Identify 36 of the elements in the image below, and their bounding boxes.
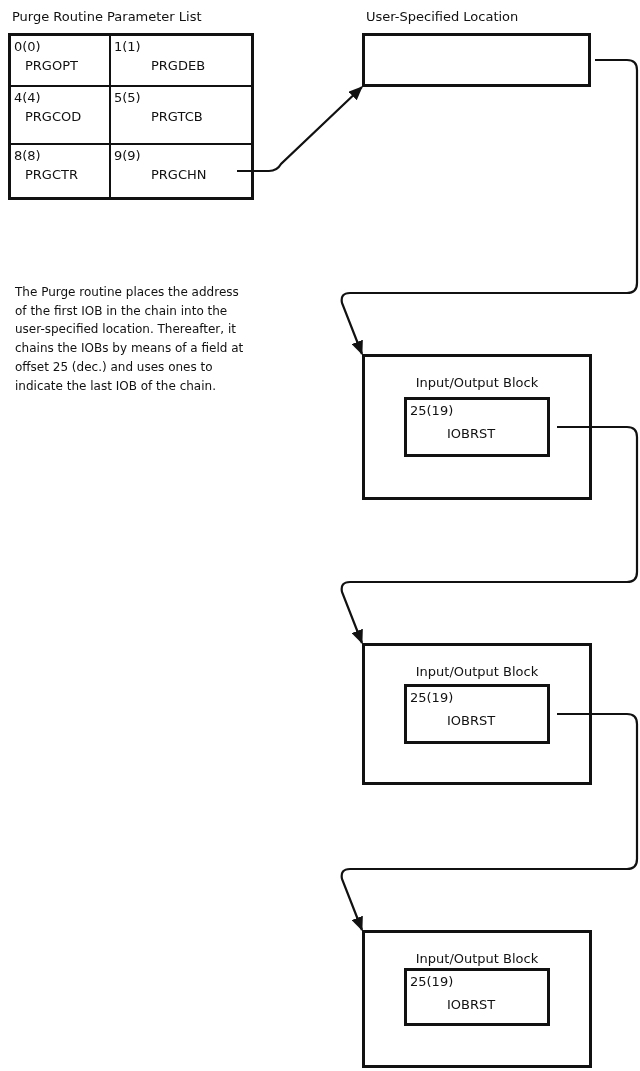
offset-label: 25(19) — [410, 690, 454, 705]
field-name: PRGCTR — [25, 167, 78, 182]
field-box — [404, 684, 550, 744]
offset-label: 5(5) — [114, 90, 141, 105]
offset-label: 25(19) — [410, 974, 454, 989]
table-cell — [11, 87, 111, 145]
heading: User-Specified Location — [366, 9, 519, 24]
block-title: Input/Output Block — [414, 375, 540, 390]
field-name: IOBRST — [447, 997, 496, 1012]
field-box — [404, 968, 550, 1026]
field-name: PRGCOD — [25, 109, 82, 124]
offset-label: 25(19) — [410, 403, 454, 418]
block-box — [362, 354, 592, 500]
offset-label: 1(1) — [114, 39, 141, 54]
arrow — [340, 58, 639, 355]
block-title: Input/Output Block — [414, 664, 540, 679]
arrow — [340, 712, 639, 931]
block-title: Input/Output Block — [414, 951, 540, 966]
offset-label: 9(9) — [114, 148, 141, 163]
field-name: PRGCHN — [151, 167, 207, 182]
arrow — [237, 86, 363, 173]
table-cell — [11, 36, 111, 87]
field-name: IOBRST — [447, 713, 496, 728]
field-name: IOBRST — [447, 426, 496, 441]
field-box — [404, 397, 550, 457]
block-box — [362, 930, 592, 1068]
offset-label: 4(4) — [14, 90, 41, 105]
field-name: PRGOPT — [25, 58, 78, 73]
field-name: PRGDEB — [151, 58, 206, 73]
note-text: The Purge routine places the address of the first IOB in the chain into the user-specified location. Thereafter, it chains the IOBs by means of a field at offset 25 (dec.) and uses ones to indicate the last IOB of the chain. — [15, 284, 245, 395]
field-name: PRGTCB — [151, 109, 203, 124]
arrow — [340, 425, 639, 644]
offset-label: 0(0) — [14, 39, 41, 54]
offset-label: 8(8) — [14, 148, 41, 163]
heading: Purge Routine Parameter List — [12, 9, 202, 24]
block-box — [362, 643, 592, 785]
